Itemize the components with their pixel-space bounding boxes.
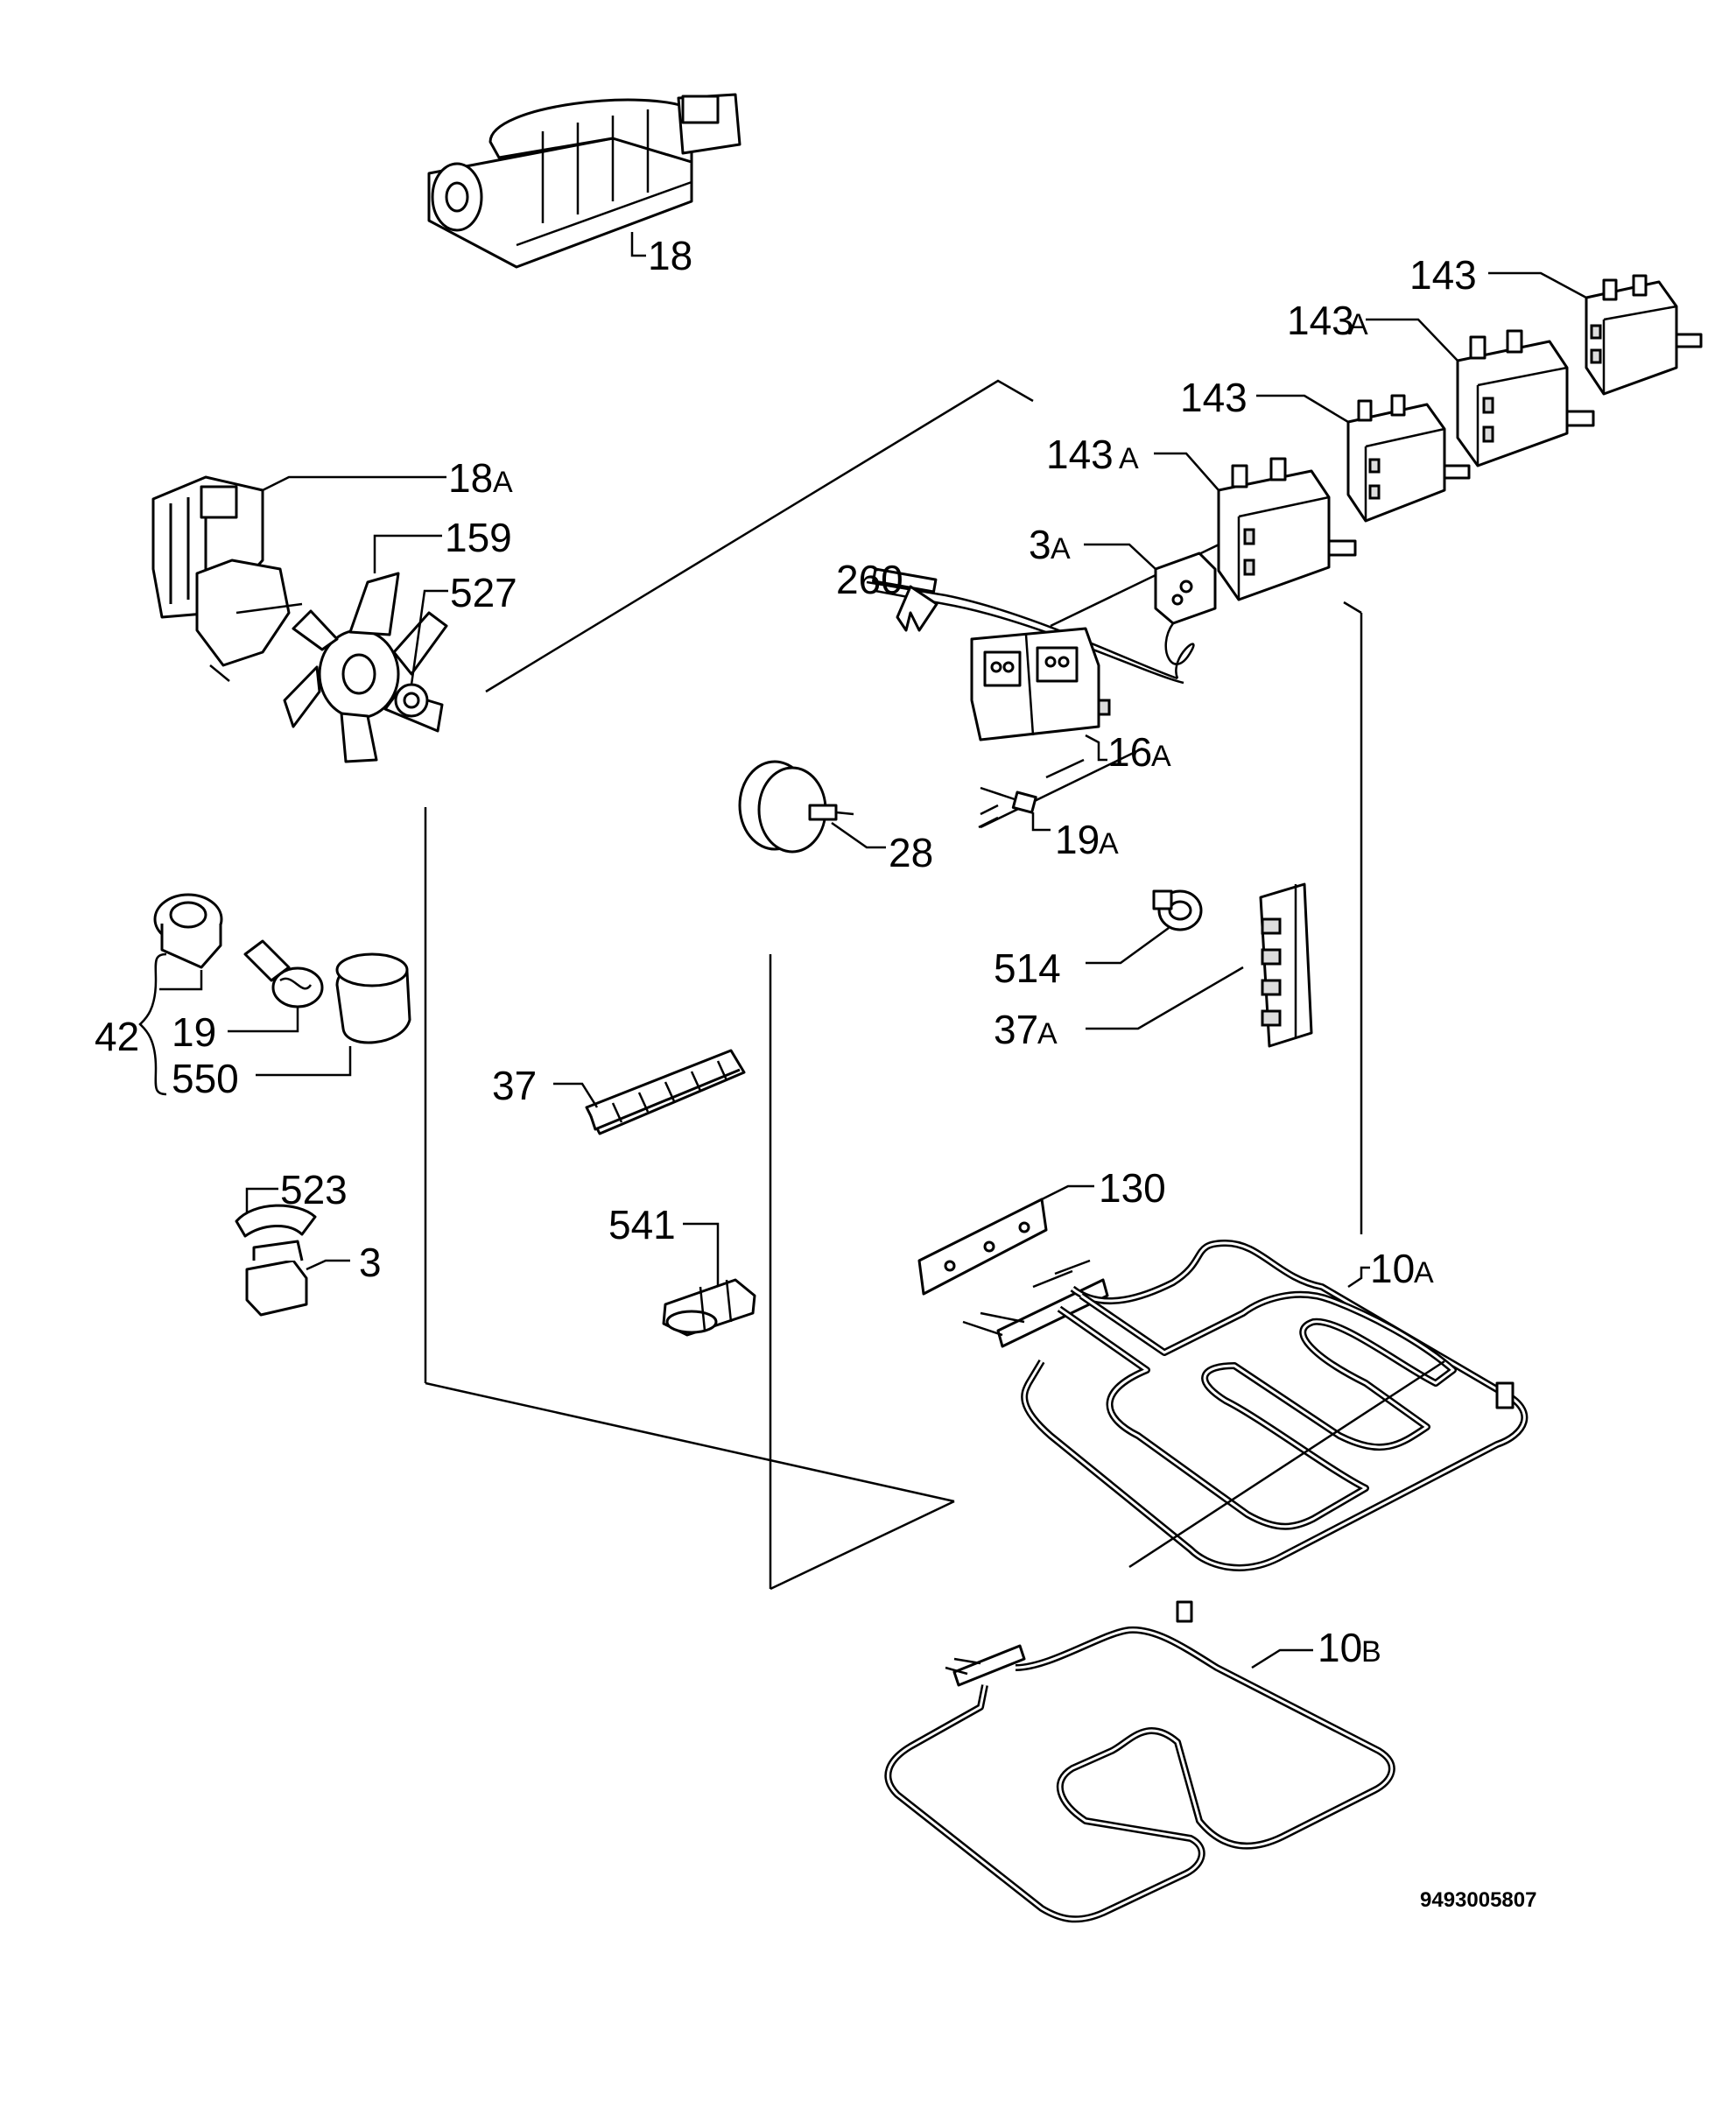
switch-143-far-right [1585,274,1703,396]
label-523: 523 [280,1167,348,1212]
label-159: 159 [445,515,512,560]
switch-143a-left [1217,457,1357,601]
leader-37a [1086,966,1244,1030]
leader-19a [1031,812,1051,832]
fan-blade [283,572,448,763]
label-10a: 10 [1370,1246,1415,1291]
leader-16a [1085,734,1107,762]
label-37: 37 [492,1063,537,1108]
leader-3a [1084,543,1156,570]
label-550: 550 [172,1056,239,1101]
label-10b: 10 [1318,1625,1362,1670]
label-16a-suffix: A [1151,740,1171,773]
label-18: 18 [648,233,692,278]
oven-cavity-outline [424,379,1363,1591]
label-16a: 16 [1107,729,1152,775]
label-37a: 37 [994,1007,1038,1052]
terminal-strip-vertical [1259,882,1313,1048]
document-number: 9493005807 [1420,1888,1536,1912]
label-3: 3 [359,1240,382,1285]
bottom-heating-element [884,1626,1395,1923]
label-130: 130 [1099,1165,1166,1211]
label-143a-left-suffix: A [1119,442,1139,475]
switch-143a-right [1456,329,1595,467]
grommet [1152,889,1203,931]
leader-514 [1086,926,1170,965]
leader-10b [1251,1648,1313,1669]
leader-143a-left [1154,452,1219,491]
label-260: 260 [836,557,903,602]
label-143-far-right: 143 [1409,252,1477,298]
label-143a-right: 143 [1287,298,1354,343]
label-527: 527 [450,570,517,615]
insulating-plate [917,1198,1048,1296]
label-541: 541 [608,1202,676,1247]
label-143a-right-suffix: A [1348,308,1368,341]
lamp-bulb [243,939,324,1008]
leader-37 [553,1082,599,1108]
leader-10a [1347,1266,1370,1289]
terminal-strip-horizontal [585,1049,746,1135]
grill-heating-element [962,1240,1529,1623]
lamp-cover [335,952,411,1044]
label-19a: 19 [1055,817,1100,862]
label-18a-suffix: A [493,466,513,499]
leader-143-middle [1256,394,1349,424]
label-19: 19 [172,1009,216,1055]
label-143-middle: 143 [1180,375,1248,420]
label-10a-suffix: A [1414,1256,1434,1289]
lamp-socket [153,893,223,969]
clip [235,1204,317,1238]
leader-541 [683,1222,720,1285]
thermostat-cutout [245,1240,308,1317]
label-514: 514 [994,945,1061,991]
leader-159 [373,534,442,573]
label-3a: 3 [1029,522,1051,567]
leader-527 [410,589,448,685]
leader-19 [228,1007,299,1033]
leader-42-socket [159,970,203,991]
switch-143-middle [1346,394,1471,523]
brace-42 [138,952,167,1096]
label-3a-suffix: A [1051,532,1071,566]
label-28: 28 [889,830,933,875]
label-10b-suffix: B [1361,1635,1381,1669]
leader-3 [306,1259,350,1271]
leader-523 [245,1187,278,1212]
label-19a-suffix: A [1099,827,1119,861]
terminal-block [970,627,1111,741]
leader-28 [831,821,886,849]
label-37a-suffix: A [1037,1017,1058,1050]
leader-130 [1041,1184,1094,1201]
leader-18 [630,232,646,257]
rotary-motor [738,760,854,854]
fan-motor [151,475,303,682]
label-143a-left: 143 [1046,432,1114,477]
label-18a: 18 [448,455,493,501]
thermostat-probe [866,552,1217,685]
leader-143-far-right [1488,271,1587,299]
lamp-holder [662,1278,756,1337]
tangential-fan [427,93,741,269]
label-42: 42 [95,1014,139,1059]
sensor-clip [896,585,938,632]
leader-18a [262,475,446,492]
leader-550 [256,1046,352,1077]
lamp-sensor [978,758,1085,829]
leader-143a-right [1366,318,1458,362]
